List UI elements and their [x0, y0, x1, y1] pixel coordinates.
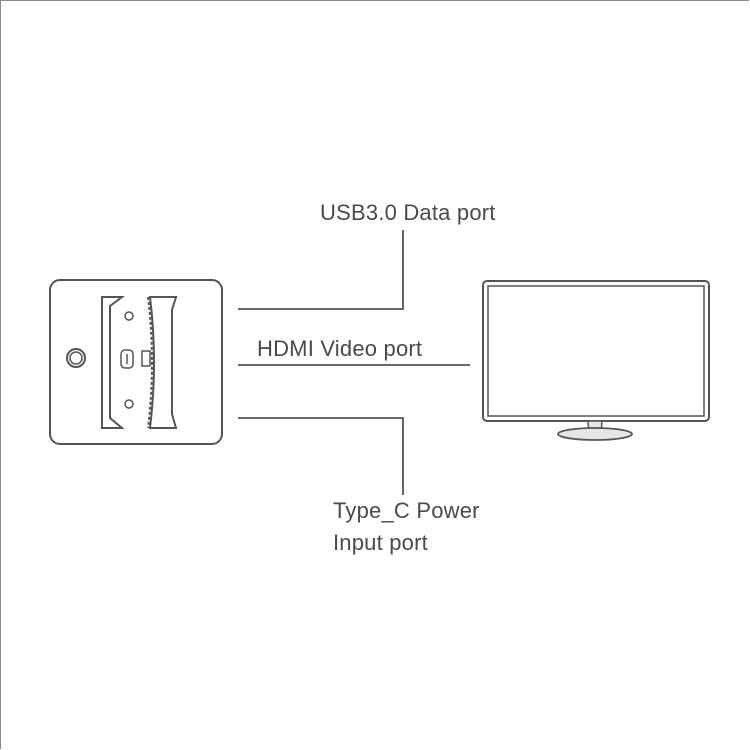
connection-lines [238, 230, 470, 495]
usb-line [238, 230, 404, 310]
power-button-icon [66, 348, 86, 368]
monitor-screen [487, 285, 705, 417]
dock-device [49, 279, 223, 445]
typec-port-icon [120, 349, 134, 369]
typec-port-label-line2: Input port [333, 530, 428, 555]
usb-port-label: USB3.0 Data port [320, 200, 496, 225]
connector-icon [141, 350, 151, 367]
monitor-stand [557, 427, 633, 441]
left-bracket [101, 296, 125, 429]
screw-hole-top [124, 311, 134, 321]
right-bracket [148, 296, 178, 429]
dock-body [49, 279, 223, 445]
typec-port-label-line1: Type_C Power [333, 498, 480, 523]
monitor-icon [482, 280, 710, 441]
hdmi-port-label: HDMI Video port [257, 336, 423, 361]
screw-hole-bottom [124, 399, 134, 409]
typec-line [238, 417, 404, 495]
